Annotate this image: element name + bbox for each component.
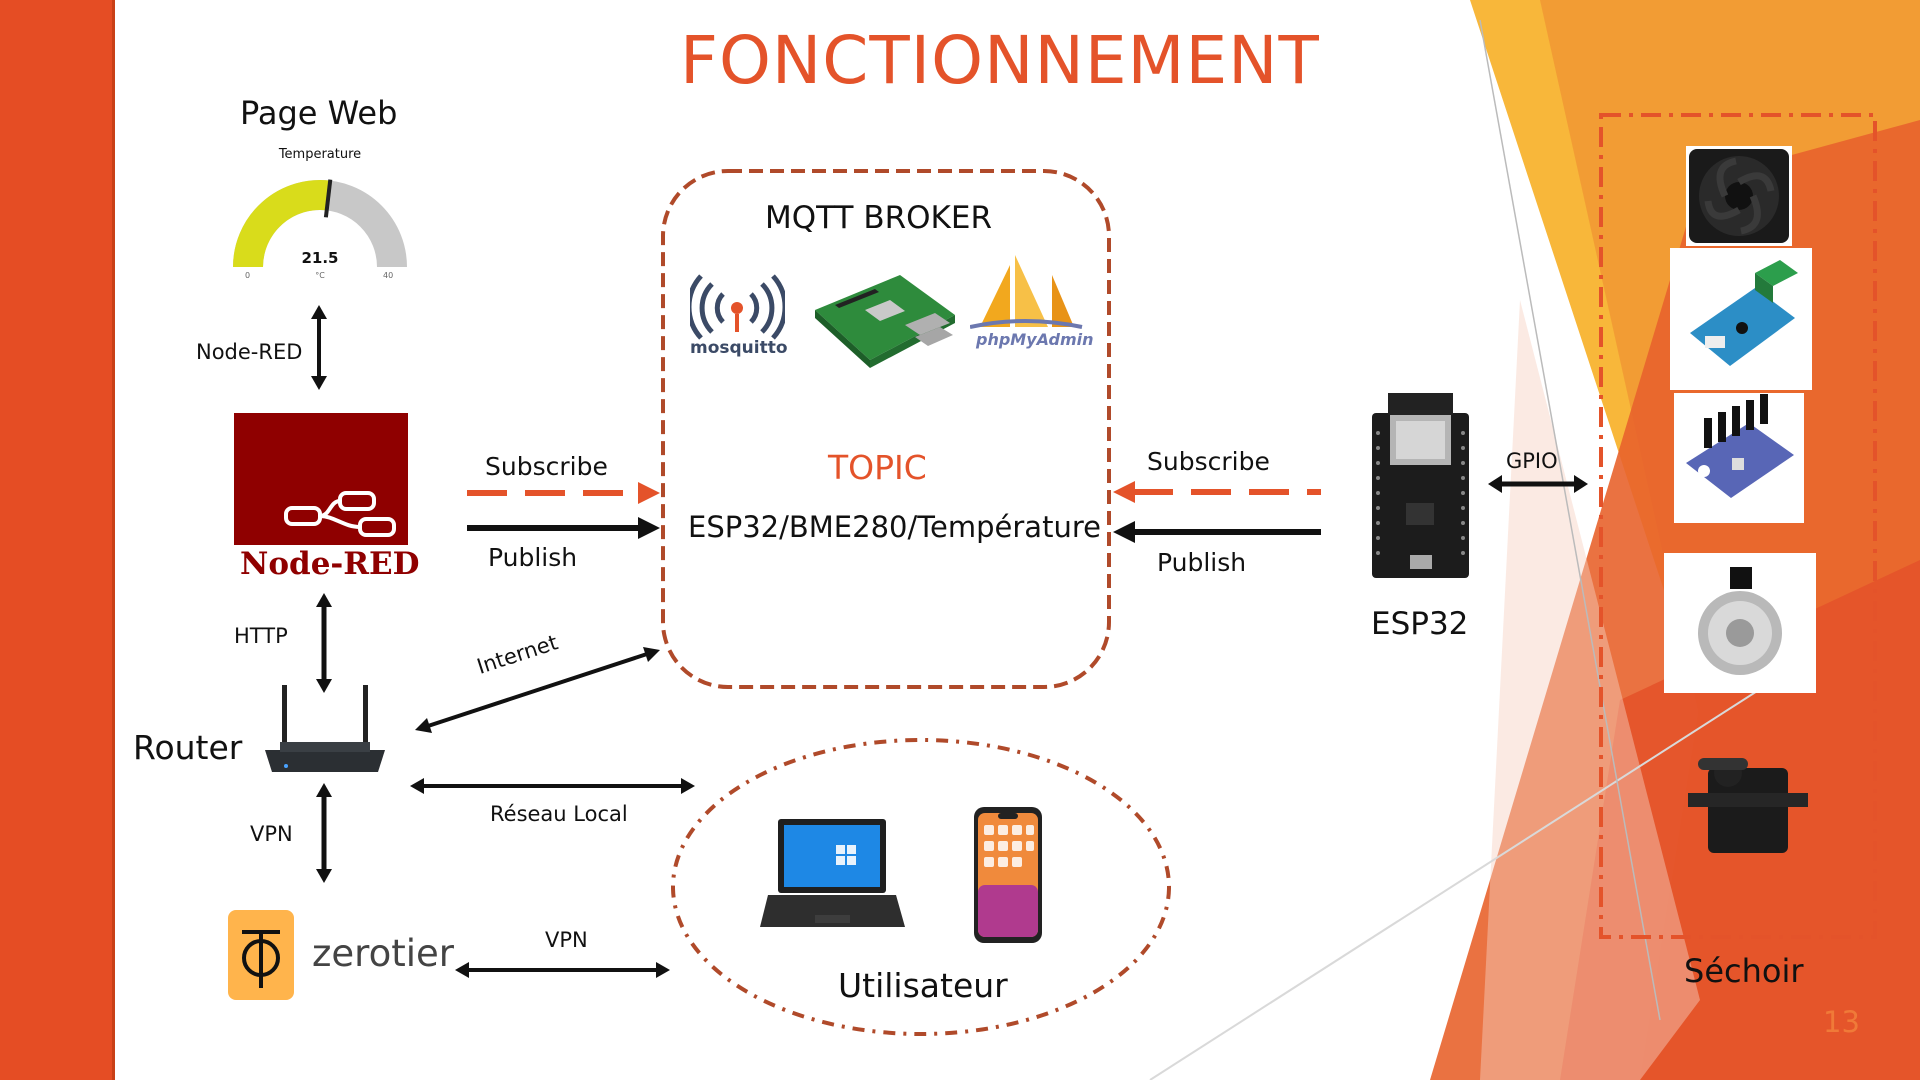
zerotier-name: zerotier (312, 932, 454, 975)
phpmyadmin-logo-icon: phpMyAdmin (969, 255, 1094, 365)
gauge-needle (323, 179, 333, 218)
gauge-max: 40 (383, 271, 394, 280)
router-icon (265, 685, 385, 772)
temperature-gauge: Temperature 21.5 °C 0 40 (225, 145, 415, 285)
mqtt-broker-box (661, 169, 1111, 689)
esp32-board-icon (1372, 393, 1469, 578)
page-title: FONCTIONNEMENT (680, 22, 1320, 99)
phpmyadmin-name: phpMyAdmin (976, 330, 1094, 349)
sechoir-box (1599, 113, 1877, 939)
local-network-arrow (410, 778, 695, 794)
page-web-label: Page Web (240, 94, 398, 132)
left-publish-label: Publish (488, 543, 578, 572)
bme280-board-icon (1674, 393, 1804, 523)
mosquitto-name: mosquitto (690, 338, 788, 358)
right-publish-arrow (1113, 521, 1321, 543)
zerotier-logo-icon (228, 910, 294, 1000)
smartphone-icon (974, 807, 1042, 943)
right-subscribe-arrow (1113, 481, 1321, 503)
topic-label: TOPIC (828, 448, 927, 487)
gauge-fill (233, 180, 331, 268)
internet-arrow (415, 647, 660, 733)
gauge-value: 21.5 (301, 249, 339, 267)
gpio-arrow (1488, 475, 1588, 493)
left-subscribe-label: Subscribe (485, 452, 608, 481)
router-vpn-label: VPN (250, 822, 293, 846)
http-label: HTTP (234, 624, 288, 648)
laptop-icon (760, 819, 905, 927)
router-label: Router (133, 728, 243, 767)
local-network-label: Réseau Local (490, 802, 628, 826)
fan-icon (1686, 146, 1792, 246)
sensor-board-icon (1670, 248, 1812, 390)
user-vpn-arrow (455, 962, 670, 978)
esp32-label: ESP32 (1371, 606, 1469, 642)
broker-title: MQTT BROKER (765, 200, 992, 236)
electromagnet-icon (1664, 553, 1816, 693)
mosquitto-logo-icon: mosquitto (686, 270, 788, 360)
left-publish-arrow (467, 517, 660, 539)
right-publish-label: Publish (1157, 548, 1247, 577)
user-vpn-label: VPN (545, 928, 588, 952)
sechoir-label: Séchoir (1684, 952, 1804, 990)
node-red-link-arrow (311, 305, 327, 390)
node-red-label: Node-RED (240, 546, 420, 582)
node-red-logo (234, 413, 408, 545)
right-subscribe-label: Subscribe (1147, 447, 1270, 476)
node-red-link-label: Node-RED (196, 340, 303, 364)
gauge-min: 0 (245, 271, 251, 280)
topic-value: ESP32/BME280/Température (688, 510, 1101, 544)
gauge-unit: °C (315, 271, 325, 280)
raspberry-pi-icon (815, 275, 955, 368)
user-label: Utilisateur (838, 966, 1008, 1005)
http-arrow (316, 593, 332, 693)
left-subscribe-arrow (467, 482, 660, 504)
gpio-label: GPIO (1506, 449, 1558, 473)
gauge-title: Temperature (278, 147, 362, 162)
servo-icon (1688, 758, 1808, 853)
page-number: 13 (1823, 1005, 1860, 1039)
left-accent-bar (0, 0, 115, 1080)
router-vpn-arrow (316, 783, 332, 883)
user-ellipse (671, 738, 1171, 1036)
